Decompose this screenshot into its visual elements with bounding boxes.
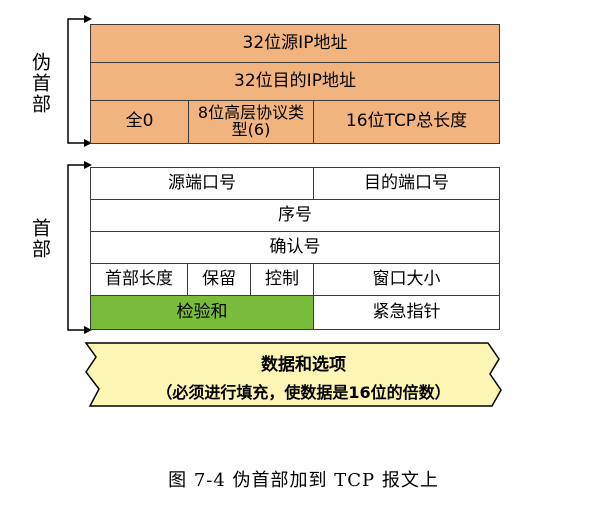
- pseudo-header-arrow-top: [84, 15, 92, 23]
- data-options-title: 数据和选项: [261, 355, 346, 375]
- pseudo-header-bracket: [67, 18, 88, 144]
- data-options-shape: [84, 342, 502, 407]
- dst-ip-cell: 32位目的IP地址: [90, 62, 500, 101]
- pseudo-header-arrow-bottom: [84, 139, 92, 147]
- seq-cell: 序号: [90, 199, 500, 232]
- urgent-pointer-cell: 紧急指针: [313, 295, 500, 330]
- header-length-cell: 首部长度: [90, 263, 188, 296]
- dst-port-cell: 目的端口号: [313, 167, 500, 200]
- protocol-label: 8位高层协议类型(6): [197, 103, 305, 139]
- protocol-cell: 8位高层协议类型(6): [188, 100, 314, 144]
- figure-caption: 图 7-4 伪首部加到 TCP 报文上: [168, 470, 439, 491]
- ack-cell: 确认号: [90, 231, 500, 264]
- header-bracket: [67, 164, 88, 331]
- header-label: 首部: [29, 218, 51, 260]
- reserved-cell: 保留: [187, 263, 251, 296]
- src-port-cell: 源端口号: [90, 167, 314, 200]
- control-cell: 控制: [250, 263, 314, 296]
- data-options-note: （必须进行填充，使数据是16位的倍数）: [156, 383, 451, 402]
- src-ip-cell: 32位源IP地址: [90, 24, 500, 63]
- zero-cell: 全0: [90, 100, 189, 144]
- header-arrow-top: [84, 161, 92, 169]
- window-cell: 窗口大小: [313, 263, 500, 296]
- checksum-cell: 检验和: [90, 295, 314, 330]
- pseudo-header-label: 伪首部: [29, 52, 51, 115]
- header-arrow-bottom: [84, 326, 92, 334]
- tcp-length-cell: 16位TCP总长度: [313, 100, 500, 144]
